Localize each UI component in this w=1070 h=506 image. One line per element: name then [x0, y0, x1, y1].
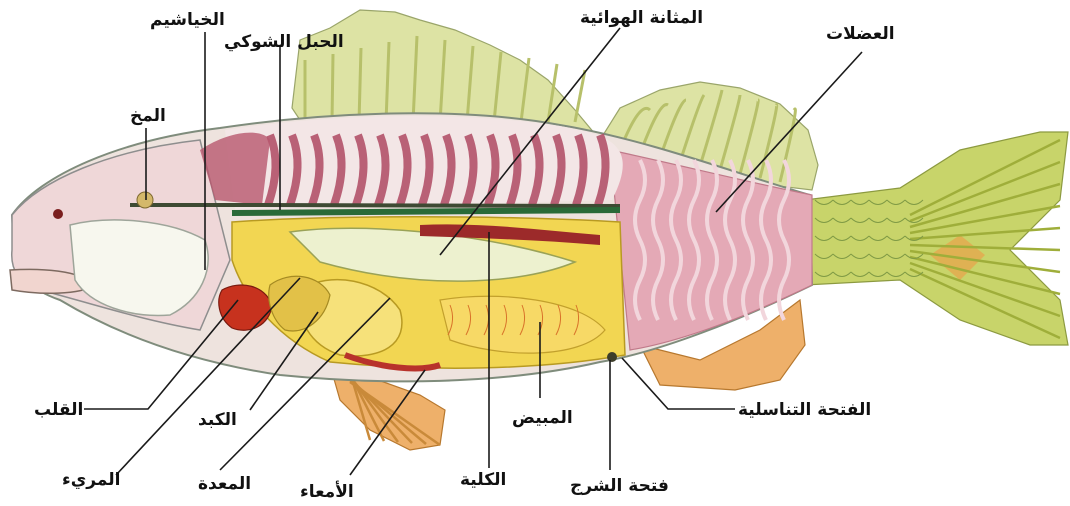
leader-intestines [350, 370, 425, 475]
label-ovary: المبيض [512, 408, 573, 428]
label-swim-bladder: المثانة الهوائية [580, 8, 703, 28]
label-intestines: الأمعاء [300, 482, 354, 502]
label-heart: القلب [34, 400, 83, 420]
leader-muscles [716, 52, 862, 212]
label-kidney: الكلية [460, 470, 506, 490]
label-esophagus: المريء [62, 470, 120, 490]
label-gills: الخياشيم [150, 10, 225, 30]
leader-stomach [220, 298, 390, 470]
label-anus: فتحة الشرج [570, 476, 669, 496]
leader-heart [84, 300, 238, 409]
label-muscles: العضلات [826, 24, 895, 44]
label-stomach: المعدة [198, 474, 251, 494]
label-brain: المخ [130, 106, 166, 126]
label-genital-opening: الفتحة التناسلية [738, 400, 871, 420]
label-spinal-cord: الحبل الشوكي [224, 32, 344, 52]
leader-swim-bladder [440, 28, 620, 255]
leader-genital-opening [622, 358, 735, 409]
leader-liver [250, 312, 318, 410]
label-liver: الكبد [198, 410, 237, 430]
